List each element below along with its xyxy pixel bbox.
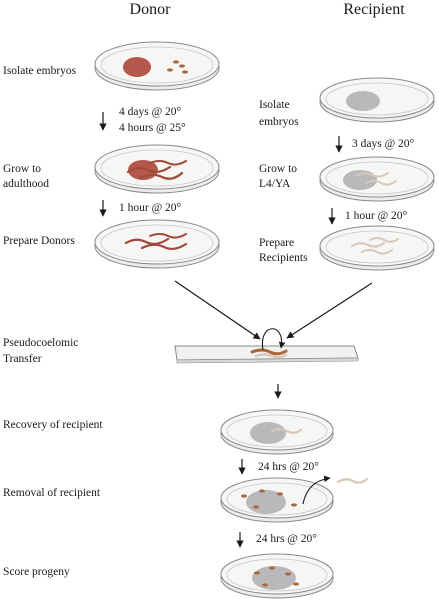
recipient-isolate-label-1: Isolate — [259, 99, 290, 111]
embryo-cluster — [182, 70, 188, 74]
score-dish — [220, 553, 334, 599]
adult-worm — [149, 160, 187, 166]
l4-worm — [369, 237, 399, 243]
donor-dish-1 — [94, 41, 220, 91]
adult-worm — [140, 242, 188, 251]
adult-worm — [138, 171, 184, 180]
transfer-worms — [250, 348, 288, 356]
transfer-worms — [254, 353, 288, 359]
transfer-loop-arrow — [261, 328, 286, 351]
progeny-cluster — [254, 571, 260, 575]
combined-condition-1: 24 hrs @ 20° — [258, 461, 319, 473]
recipient-condition-2: 1 hour @ 20° — [345, 210, 408, 222]
recipient-tissue-blob — [250, 422, 286, 444]
recipient-dish-1 — [319, 77, 435, 123]
donor-grow-label-2: adulthood — [3, 178, 49, 190]
donor-grow-label-1: Grow to — [3, 163, 41, 175]
recipient-dish-2 — [319, 156, 435, 202]
donor-prepare-label: Prepare Donors — [3, 235, 75, 247]
recipient-condition-1: 3 days @ 20° — [352, 138, 415, 150]
progeny-cluster — [285, 572, 291, 576]
l4-worm — [365, 180, 397, 186]
recipient-column-header: Recipient — [343, 1, 405, 18]
progeny-cluster — [253, 505, 259, 509]
embryo-cluster — [179, 64, 185, 68]
transfer-label-2: Transfer — [3, 353, 42, 365]
recipient-to-slide-arrow — [286, 282, 373, 339]
progeny-cluster — [269, 566, 275, 570]
donor-tissue-blob — [123, 57, 151, 77]
progeny-cluster — [293, 582, 299, 586]
recipient-prepare-label-2: Recipients — [259, 252, 308, 264]
embryo-cluster — [173, 60, 179, 64]
l4-worm — [361, 249, 393, 255]
progeny-cluster — [262, 583, 268, 587]
progeny-cluster — [241, 494, 247, 498]
progeny-cluster — [291, 503, 297, 507]
recipient-tissue-blob — [343, 170, 377, 190]
recipient-isolate-label-2: embryos — [259, 116, 299, 128]
score-label: Score progeny — [3, 566, 70, 578]
recipient-grow-label-2: L4/YA — [259, 178, 291, 190]
donor-column-header: Donor — [130, 1, 172, 18]
recipient-grow-label-1: Grow to — [259, 163, 297, 175]
donor-to-slide-arrow — [174, 280, 261, 340]
progeny-cluster — [277, 492, 283, 496]
combined-condition-2: 24 hrs @ 20° — [256, 533, 317, 545]
recovery-dish — [220, 409, 334, 455]
removed-worm — [336, 477, 369, 484]
adult-worm — [149, 233, 187, 239]
recipient-dish-3 — [319, 225, 435, 271]
removal-dish — [220, 475, 369, 523]
adult-worm — [124, 237, 170, 246]
donor-condition-1b: 4 hours @ 25° — [119, 122, 186, 134]
recipient-prepare-label-1: Prepare — [259, 237, 294, 249]
recipient-tissue-blob — [252, 566, 296, 590]
recovery-label: Recovery of recipient — [3, 419, 103, 431]
donor-condition-1a: 4 days @ 20° — [119, 106, 182, 118]
embryo-cluster — [167, 68, 173, 72]
agar-slide — [174, 328, 359, 364]
adult-worm — [126, 165, 172, 174]
removal-label: Removal of recipient — [3, 487, 101, 499]
recipient-tissue-blob — [346, 91, 380, 111]
transfer-label-1: Pseudocoelomic — [3, 337, 78, 349]
l4-worm — [355, 172, 389, 178]
l4-worm — [351, 242, 385, 248]
progeny-cluster — [259, 489, 265, 493]
recipient-worm — [270, 427, 303, 434]
donor-dish-3 — [94, 219, 220, 269]
donor-condition-2: 1 hour @ 20° — [119, 202, 182, 214]
donor-dish-2 — [94, 144, 220, 194]
removal-curved-arrow — [302, 475, 331, 505]
donor-isolate-label: Isolate embryos — [3, 65, 77, 77]
